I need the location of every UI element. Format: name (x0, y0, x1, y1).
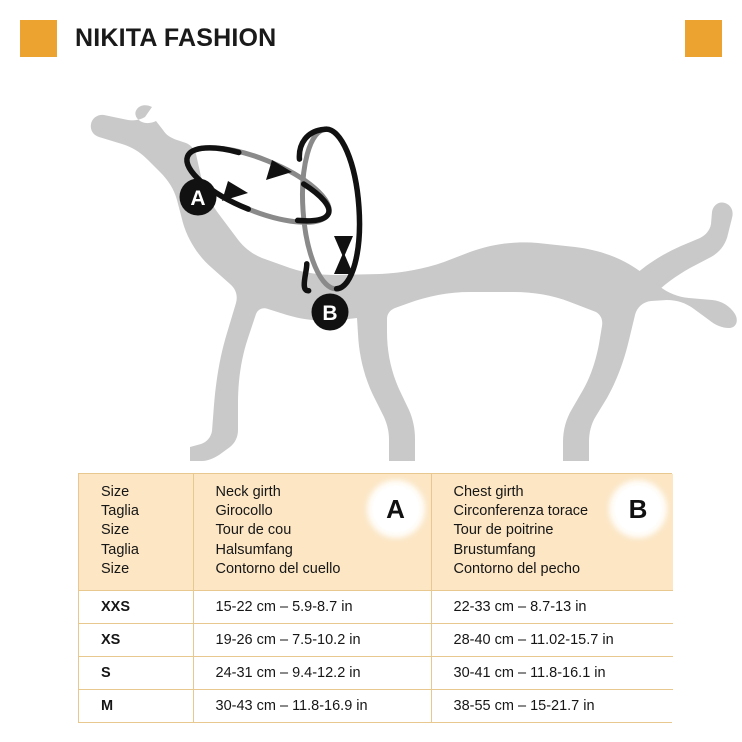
header-line: Brustumfang (453, 541, 536, 558)
page-header: NIKITA FASHION (0, 0, 742, 72)
cell-neck-girth: 15-22 cm – 5.9-8.7 in (193, 590, 432, 625)
table-header-row: Size Taglia Size Taglia Size Neck girth … (79, 474, 673, 592)
table-row: XXS 15-22 cm – 5.9-8.7 in 22-33 cm – 8.7… (79, 590, 673, 625)
cell-neck-girth: 24-31 cm – 9.4-12.2 in (193, 656, 432, 691)
header-line: Circonferenza torace (453, 503, 589, 520)
table-row: M 30-43 cm – 11.8-16.9 in 38-55 cm – 15-… (79, 689, 673, 723)
header-line: Halsumfang (215, 541, 293, 558)
dog-measurement-illustration: A B (0, 62, 742, 462)
column-header-chest-girth: Chest girth Circonferenza torace Tour de… (431, 474, 673, 592)
svg-text:A: A (190, 187, 205, 210)
cell-chest-girth: 22-33 cm – 8.7-13 in (431, 590, 673, 625)
badge-a-illustration: A (179, 178, 217, 216)
cell-size: XXS (79, 590, 194, 625)
column-header-neck-girth: Neck girth Girocollo Tour de cou Halsumf… (193, 474, 432, 592)
badge-a-table: A (372, 486, 419, 532)
neck-girth-loop (184, 145, 332, 225)
column-header-size: Size Taglia Size Taglia Size (79, 474, 194, 592)
header-line: Taglia (101, 503, 139, 520)
header-line: Size (101, 484, 130, 500)
brand-square-left-icon (20, 20, 57, 57)
cell-chest-girth: 30-41 cm – 11.8-16.1 in (431, 656, 673, 691)
page-title: NIKITA FASHION (75, 24, 277, 52)
header-line: Contorno del pecho (453, 560, 581, 577)
size-chart-table: Size Taglia Size Taglia Size Neck girth … (78, 473, 673, 724)
cell-chest-girth: 38-55 cm – 15-21.7 in (431, 689, 673, 723)
cell-neck-girth: 19-26 cm – 7.5-10.2 in (193, 623, 432, 658)
cell-size: M (79, 689, 194, 723)
header-line: Neck girth (215, 484, 281, 500)
header-line: Contorno del cuello (215, 560, 341, 577)
table-row: XS 19-26 cm – 7.5-10.2 in 28-40 cm – 11.… (79, 623, 673, 658)
header-line: Girocollo (215, 503, 273, 520)
cell-size: XS (79, 623, 194, 658)
header-line: Size (101, 560, 130, 577)
cell-neck-girth: 30-43 cm – 11.8-16.9 in (193, 689, 432, 723)
chest-girth-loop (296, 126, 363, 294)
header-line: Tour de poitrine (453, 522, 554, 539)
cell-chest-girth: 28-40 cm – 11.02-15.7 in (431, 623, 673, 658)
header-line: Size (101, 522, 130, 539)
table-row: S 24-31 cm – 9.4-12.2 in 30-41 cm – 11.8… (79, 656, 673, 691)
cell-size: S (79, 656, 194, 691)
header-line: Tour de cou (215, 522, 292, 539)
header-line: Chest girth (453, 484, 524, 500)
dog-silhouette-icon (90, 105, 737, 461)
brand-square-right-icon (685, 20, 722, 57)
header-line: Taglia (101, 541, 139, 558)
badge-b-illustration: B (311, 293, 349, 331)
svg-text:B: B (322, 302, 337, 325)
badge-b-table: B (615, 486, 661, 532)
